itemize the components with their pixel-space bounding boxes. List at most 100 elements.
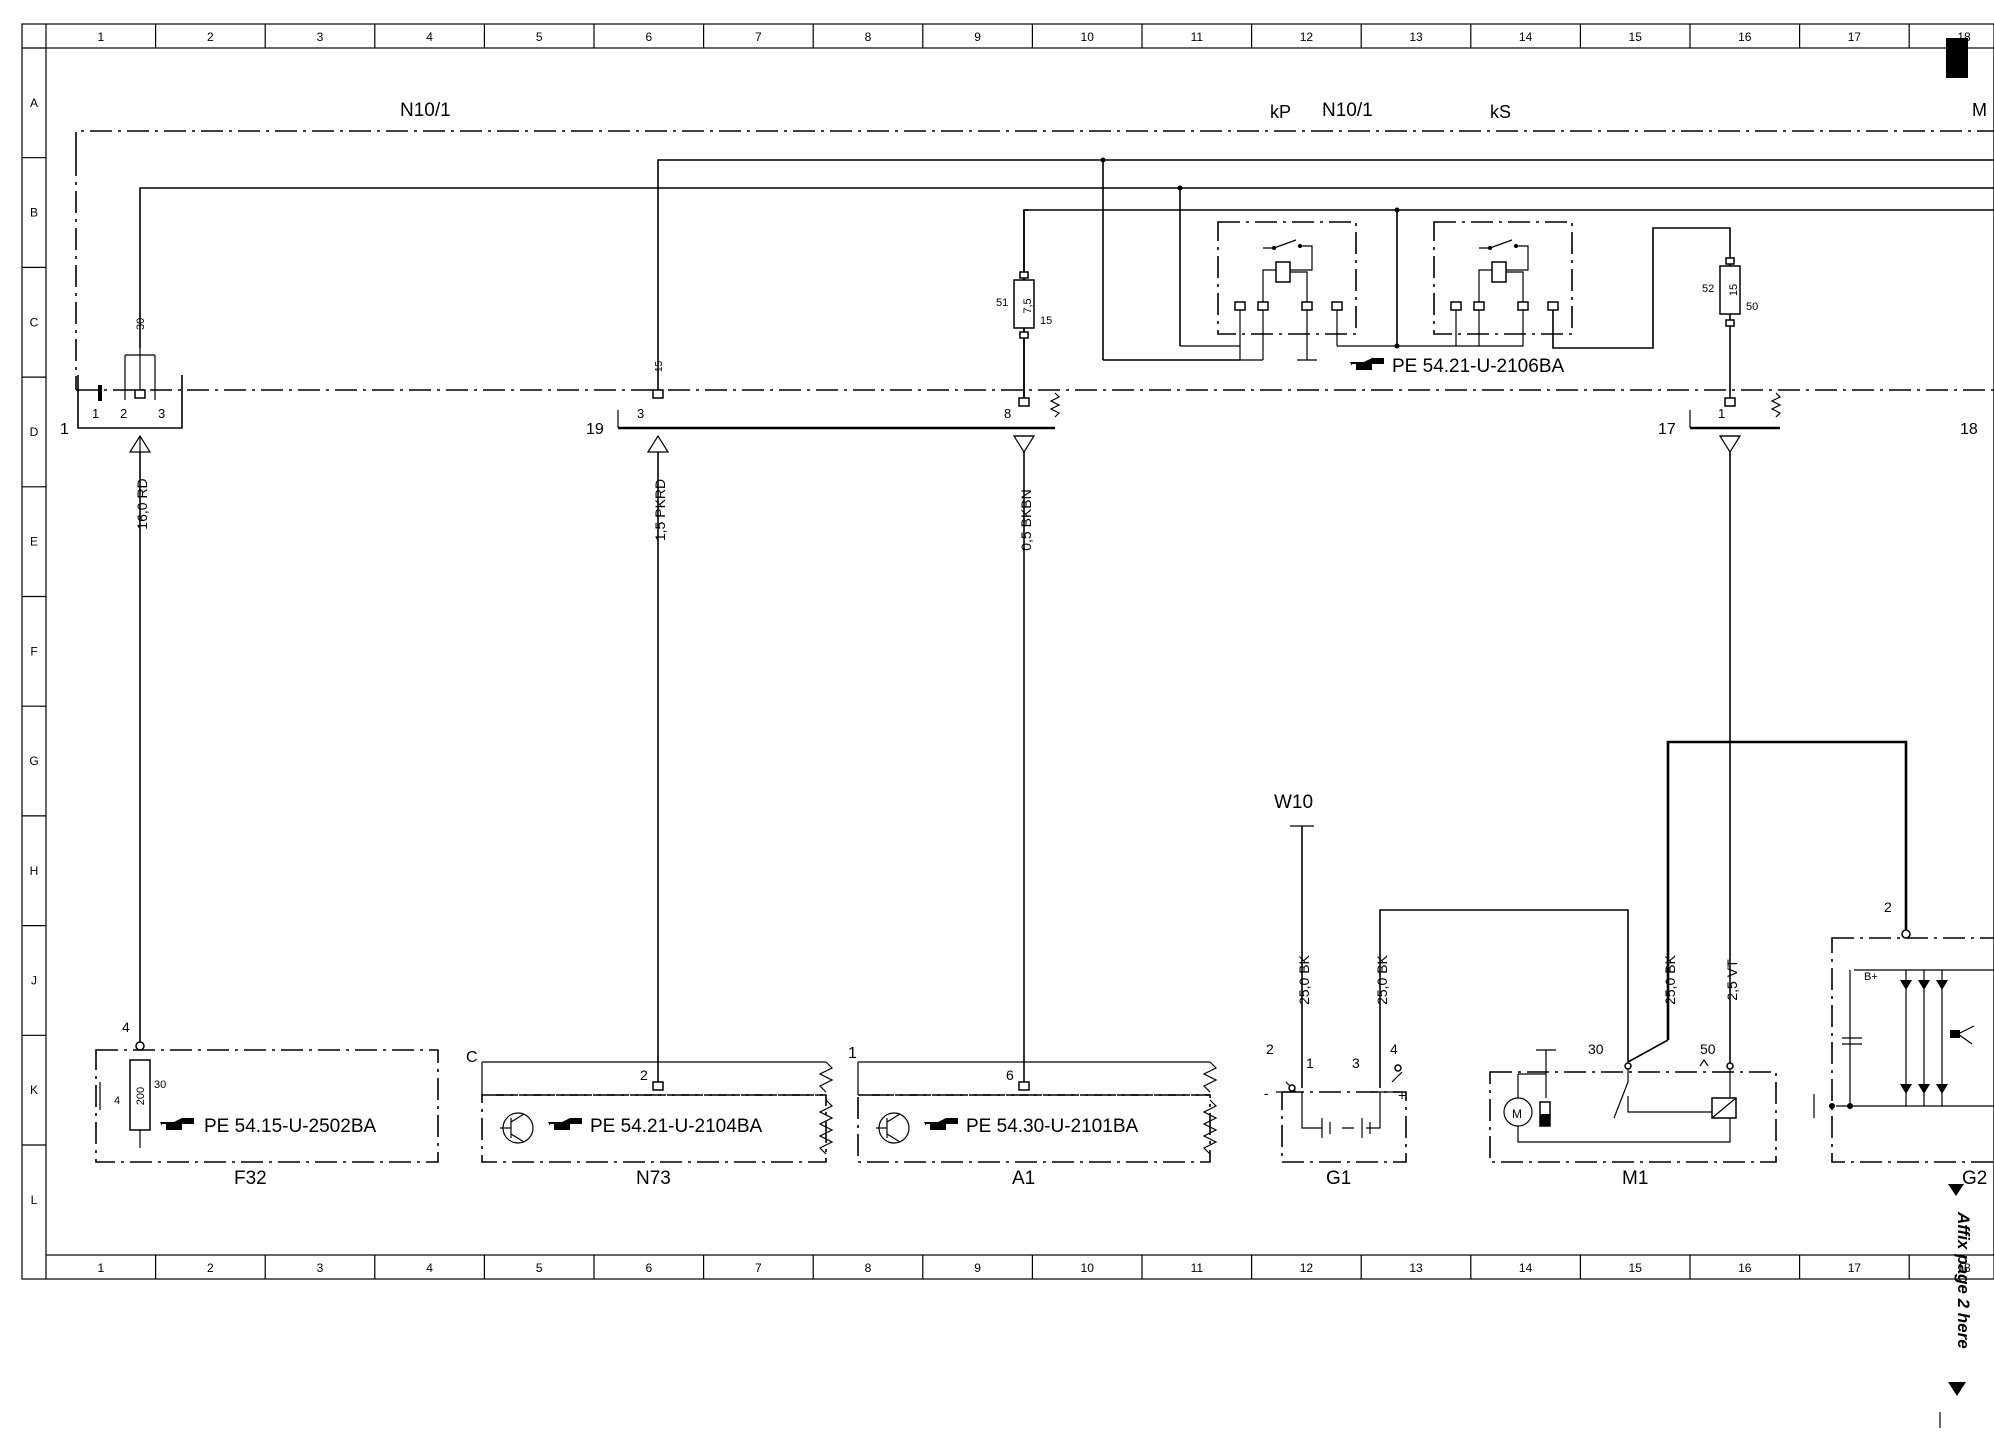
- pointing-hand-icon: [160, 1118, 194, 1132]
- a1-label: A1: [1012, 1168, 1035, 1189]
- pointing-hand-icon: [924, 1118, 958, 1132]
- f32-label: F32: [234, 1168, 267, 1189]
- column-label: 12: [1300, 30, 1314, 44]
- g2-alternator: 2 B+ G2: [1813, 899, 1994, 1189]
- x17-pin1: 1: [1718, 406, 1725, 421]
- fuse15-value: 15: [1728, 284, 1740, 296]
- fuse7-pin15: 15: [1040, 315, 1052, 327]
- n73-label: N73: [636, 1168, 671, 1189]
- row-label: C: [30, 315, 39, 329]
- g1-battery: 2 1 3 4 - + G1: [1264, 1041, 1407, 1189]
- row-label: K: [30, 1083, 38, 1097]
- m-edge-label: M: [1972, 100, 1987, 120]
- column-label: 1: [97, 1261, 104, 1275]
- relay-reference-text: PE 54.21-U-2106BA: [1392, 356, 1564, 377]
- fuse7-pin51: 51: [996, 297, 1008, 309]
- x1-pin3: 3: [158, 406, 165, 421]
- fuse7-value: 7,5: [1022, 298, 1034, 313]
- m1-label: M1: [1622, 1168, 1648, 1189]
- fuse-15: 15 52 50: [1702, 257, 1758, 398]
- a1-pin6: 6: [1006, 1067, 1014, 1083]
- wire-label-1-5-pkrd: 1,5 PKRD: [652, 479, 668, 541]
- kp-label: kP: [1270, 102, 1291, 122]
- f32-200: 200: [135, 1087, 147, 1105]
- internal-bus: [139, 157, 1994, 398]
- n10-1-module-outline: [75, 130, 1994, 391]
- sheet-frame: [21, 23, 1994, 1280]
- column-label: 3: [317, 30, 324, 44]
- column-label: 14: [1519, 1261, 1533, 1275]
- column-label: 3: [317, 1261, 324, 1275]
- external-wires: [139, 452, 1731, 1082]
- wire-label-0-5-bkbn: 0,5 BKBN: [1018, 489, 1034, 550]
- n10-1-label-right: N10/1: [1322, 100, 1373, 121]
- f32-component: 4 4 30 200 PE 54.15-U-2502BA F32: [95, 1019, 439, 1189]
- g1-pin4: 4: [1390, 1041, 1398, 1057]
- x18-label: 18: [1960, 421, 1978, 438]
- n73-reference[interactable]: PE 54.21-U-2104BA: [590, 1116, 762, 1137]
- column-label: 9: [974, 30, 981, 44]
- m1-starter: M 30 50 M1: [1489, 1041, 1777, 1189]
- n73-pin-c: C: [466, 1049, 478, 1066]
- column-label: 5: [536, 1261, 543, 1275]
- column-label: 17: [1848, 1261, 1862, 1275]
- wire-label-g1-1: 25,0 BK: [1296, 954, 1312, 1004]
- f32-pin30: 30: [154, 1079, 166, 1091]
- a1-reference[interactable]: PE 54.30-U-2101BA: [966, 1116, 1138, 1137]
- column-label: 15: [1629, 30, 1643, 44]
- x1-pin2: 2: [120, 406, 127, 421]
- g1-battery-wiring: [1290, 740, 1908, 1088]
- x19-pin15: 15: [654, 360, 665, 372]
- row-label: J: [31, 973, 37, 987]
- column-label: 6: [645, 1261, 652, 1275]
- m1-pin50: 50: [1700, 1041, 1716, 1057]
- wire-label-2-5-vt: 2,5 VT: [1724, 959, 1740, 1001]
- x19-pin8: 8: [1004, 406, 1011, 421]
- column-label: 4: [426, 30, 433, 44]
- row-label: G: [29, 754, 38, 768]
- ks-label: kS: [1490, 102, 1511, 122]
- relay-reference[interactable]: PE 54.21-U-2106BA: [1350, 356, 1564, 377]
- fuse15-pin50: 50: [1746, 301, 1758, 313]
- wire-label-16-0-rd: 16,0 RD: [134, 478, 150, 529]
- x1-pin30: 30: [135, 318, 147, 330]
- column-label: 16: [1738, 30, 1752, 44]
- column-label: 11: [1191, 30, 1204, 44]
- n73-component: C 2 PE 54.21-U-2104BA N73: [466, 1049, 834, 1189]
- x1-pin1: 1: [92, 406, 99, 421]
- column-label: 4: [426, 1261, 433, 1275]
- n10-1-label-left: N10/1: [400, 100, 451, 121]
- f32-reference[interactable]: PE 54.15-U-2502BA: [204, 1116, 376, 1137]
- column-label: 2: [207, 30, 214, 44]
- column-label: 9: [974, 1261, 981, 1275]
- g2-label: G2: [1962, 1168, 1987, 1189]
- fuse-7-5: 7,5 51 15: [996, 209, 1052, 398]
- column-label: 17: [1848, 30, 1862, 44]
- column-label: 14: [1519, 30, 1533, 44]
- column-label: 10: [1081, 1261, 1095, 1275]
- corner-marker: [1946, 38, 1968, 78]
- row-label: H: [30, 864, 39, 878]
- w10-label: W10: [1274, 792, 1313, 813]
- g1-pin2: 2: [1266, 1041, 1274, 1057]
- column-label: 15: [1629, 1261, 1643, 1275]
- pointing-hand-icon: [1350, 358, 1384, 372]
- connector-x1: 1 1 2 3 30: [60, 318, 183, 453]
- m1-motor-symbol: M: [1512, 1107, 1522, 1121]
- pointing-hand-icon: [548, 1118, 582, 1132]
- column-label: 12: [1300, 1261, 1314, 1275]
- x17-label: 17: [1658, 421, 1676, 438]
- g1-plus: +: [1398, 1087, 1406, 1103]
- column-label: 13: [1409, 1261, 1423, 1275]
- m1-pin30: 30: [1588, 1041, 1604, 1057]
- g1-pin3: 3: [1352, 1055, 1360, 1071]
- column-label: 7: [755, 1261, 762, 1275]
- g1-pin1: 1: [1306, 1055, 1314, 1071]
- x19-label: 19: [586, 421, 604, 438]
- transistor-icon: [876, 1112, 910, 1144]
- column-label: 10: [1081, 30, 1095, 44]
- row-label: B: [30, 206, 38, 220]
- column-label: 7: [755, 30, 762, 44]
